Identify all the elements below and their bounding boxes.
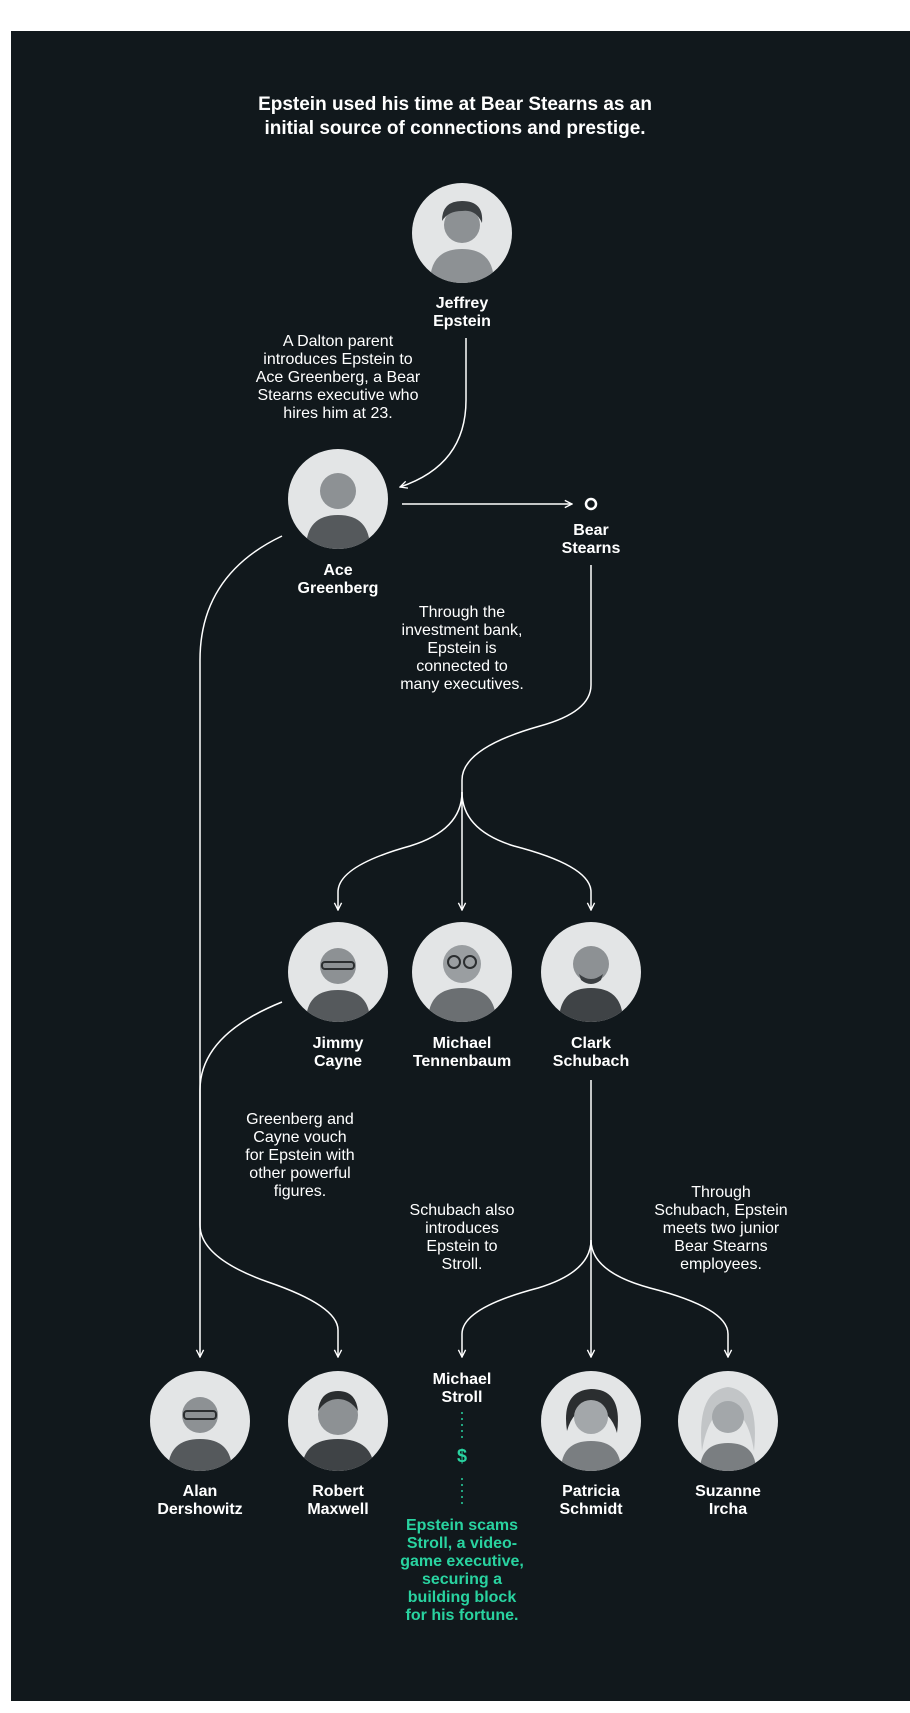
person-photo-icon	[412, 922, 512, 1022]
note-line: A Dalton parent	[282, 333, 394, 350]
note-line: employees.	[680, 1256, 762, 1273]
name-line: Suzanne	[695, 1483, 761, 1500]
note-line: Ace Greenberg, a Bear	[255, 369, 421, 386]
note-line: Through the	[418, 604, 506, 621]
note-line: Epstein scams	[405, 1517, 519, 1534]
note-line: Schubach also	[409, 1202, 515, 1219]
note-line: Schubach, Epstein	[654, 1202, 788, 1219]
name-patricia-schmidt: Patricia Schmidt	[516, 1483, 666, 1519]
name-line: Schmidt	[559, 1501, 623, 1518]
note-line: other powerful	[249, 1165, 351, 1182]
note-line: figures.	[273, 1183, 327, 1200]
line-branch-to-cayne	[338, 791, 463, 910]
person-photo-icon	[288, 1371, 388, 1471]
name-line: Schubach	[552, 1053, 630, 1070]
note-investment-bank: Through the investment bank, Epstein is …	[367, 604, 557, 694]
graphic-title: Epstein used his time at Bear Stearns as…	[0, 93, 910, 141]
name-suzanne-ircha: Suzanne Ircha	[653, 1483, 803, 1519]
note-line: securing a	[421, 1571, 503, 1588]
name-line: Jeffrey	[435, 295, 489, 312]
name-jeffrey-epstein: Jeffrey Epstein	[387, 295, 537, 331]
note-line: Stroll, a video-	[406, 1535, 518, 1552]
note-line: introduces	[425, 1220, 499, 1237]
note-line: Bear Stearns	[674, 1238, 768, 1255]
line-branch-to-schubach	[461, 791, 591, 910]
note-line: connected to	[416, 658, 508, 675]
person-photo-icon	[412, 183, 512, 283]
name-michael-stroll: Michael Stroll	[387, 1371, 537, 1407]
name-jimmy-cayne: Jimmy Cayne	[263, 1035, 413, 1071]
dollar-icon: $	[456, 1446, 467, 1466]
title-line-1: Epstein used his time at Bear Stearns as…	[258, 94, 652, 115]
name-ace-greenberg: Ace Greenberg	[263, 562, 413, 598]
name-line: Michael	[432, 1035, 492, 1052]
person-photo-icon	[150, 1371, 250, 1471]
name-line: Stroll	[441, 1389, 483, 1406]
note-line: for his fortune.	[405, 1607, 519, 1624]
person-photo-icon	[288, 449, 388, 549]
note-line: Greenberg and	[246, 1111, 354, 1128]
note-line: game executive,	[400, 1553, 524, 1570]
note-line: Cayne vouch	[253, 1129, 347, 1146]
note-line: investment bank,	[401, 622, 523, 639]
name-line: Clark	[570, 1035, 612, 1052]
name-line: Ace	[323, 562, 353, 579]
name-robert-maxwell: Robert Maxwell	[263, 1483, 413, 1519]
name-alan-dershowitz: Alan Dershowitz	[125, 1483, 275, 1519]
name-bear-stearns: Bear Stearns	[516, 522, 666, 558]
note-line: Through	[691, 1184, 751, 1201]
note-line: for Epstein with	[245, 1147, 355, 1164]
title-line-2: initial source of connections and presti…	[264, 118, 646, 139]
person-photo-icon	[541, 922, 641, 1022]
ring-icon	[584, 497, 598, 511]
note-scam: Epstein scams Stroll, a video- game exec…	[367, 1517, 557, 1625]
note-junior-employees: Through Schubach, Epstein meets two juni…	[626, 1184, 816, 1274]
name-line: Bear	[573, 522, 609, 539]
note-dalton-parent: A Dalton parent introduces Epstein to Ac…	[243, 333, 433, 423]
line-cayne-to-maxwell	[199, 1001, 338, 1357]
line-schubach-to-ircha	[590, 1239, 728, 1357]
name-line: Stearns	[561, 540, 621, 557]
line-schubach-to-stroll	[462, 1239, 592, 1357]
person-photo-icon	[541, 1371, 641, 1471]
note-line: meets two junior	[662, 1220, 780, 1237]
name-line: Michael	[432, 1371, 492, 1388]
name-line: Maxwell	[307, 1501, 369, 1518]
name-line: Cayne	[313, 1053, 363, 1070]
note-line: hires him at 23.	[283, 405, 393, 422]
line-greenberg-to-dershowitz	[200, 535, 283, 1357]
note-line: introduces Epstein to	[263, 351, 413, 368]
name-line: Epstein	[433, 313, 491, 330]
note-line: Stearns executive who	[257, 387, 419, 404]
name-line: Ircha	[708, 1501, 748, 1518]
name-line: Patricia	[562, 1483, 620, 1500]
note-line: Stroll.	[441, 1256, 483, 1273]
name-line: Dershowitz	[157, 1501, 243, 1518]
name-line: Greenberg	[297, 580, 379, 597]
line-bearstearns-trunk	[461, 565, 592, 792]
person-photo-icon	[288, 922, 388, 1022]
name-clark-schubach: Clark Schubach	[516, 1035, 666, 1071]
note-line: many executives.	[400, 676, 524, 693]
note-line: building block	[407, 1589, 517, 1606]
line-epstein-to-greenberg	[400, 338, 467, 487]
name-line: Tennenbaum	[412, 1053, 512, 1070]
name-line: Alan	[182, 1483, 218, 1500]
note-line: Epstein is	[427, 640, 497, 657]
name-line: Jimmy	[312, 1035, 364, 1052]
note-schubach-stroll: Schubach also introduces Epstein to Stro…	[367, 1202, 557, 1274]
name-michael-tennenbaum: Michael Tennenbaum	[387, 1035, 537, 1071]
note-vouch: Greenberg and Cayne vouch for Epstein wi…	[205, 1111, 395, 1201]
note-line: Epstein to	[426, 1238, 498, 1255]
person-photo-icon	[678, 1371, 778, 1471]
name-line: Robert	[312, 1483, 364, 1500]
